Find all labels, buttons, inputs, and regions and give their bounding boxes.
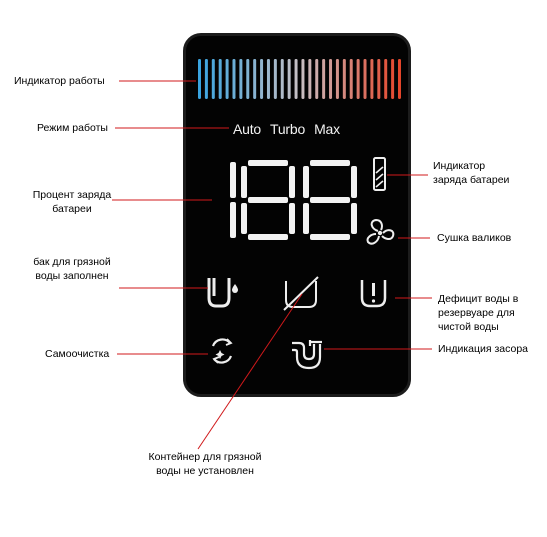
work-indicator-segment — [377, 59, 381, 99]
digit-segment — [248, 234, 288, 240]
work-indicator-segment — [301, 59, 305, 99]
label-clean-water-shortage: Дефицит воды в резервуаре для чистой вод… — [438, 293, 519, 333]
digit-segment — [248, 160, 288, 166]
digit-segment — [241, 203, 247, 234]
work-indicator-segment — [308, 59, 312, 99]
label-self-cleaning: Самоочистка — [45, 348, 110, 360]
work-indicator-segment — [204, 59, 208, 99]
work-indicator-segment — [315, 59, 319, 99]
clean-water-shortage-icon — [360, 280, 387, 308]
work-indicator-segment — [322, 59, 326, 99]
label-dirty-tank-full: бак для грязной воды заполнен — [33, 256, 111, 282]
battery-percent-digits — [230, 160, 357, 240]
work-indicator-segment — [363, 59, 367, 99]
digit-segment — [289, 203, 295, 234]
work-indicator-segment — [335, 59, 339, 99]
mode-auto: Auto — [233, 121, 261, 137]
work-indicator-segment — [198, 59, 201, 99]
work-indicator-segment — [342, 59, 346, 99]
work-indicator-segment — [260, 59, 264, 99]
work-indicator-segment — [232, 59, 236, 99]
digit-segment — [241, 166, 247, 198]
work-indicator-segment — [239, 59, 243, 99]
clog-icon — [292, 340, 322, 370]
work-indicator-segment — [391, 59, 395, 99]
no-container-icon — [283, 276, 319, 311]
work-indicator-bar — [198, 59, 401, 99]
work-indicator-segment — [253, 59, 257, 99]
work-indicator-segment — [294, 59, 298, 99]
mode-max: Max — [314, 121, 340, 137]
fan-icon — [366, 218, 395, 245]
work-indicator-segment — [280, 59, 284, 99]
digit-segment — [310, 160, 350, 166]
digit-segment — [230, 162, 236, 198]
work-indicator-segment — [398, 59, 401, 99]
digit-segment — [351, 166, 357, 198]
work-indicator-segment — [266, 59, 270, 99]
work-indicator-segment — [370, 59, 374, 99]
digit-segment — [248, 197, 288, 203]
label-clog-indication: Индикация засора — [438, 343, 529, 355]
work-indicator-segment — [273, 59, 277, 99]
mode-labels: Auto Turbo Max — [233, 121, 363, 137]
work-indicator-segment — [225, 59, 229, 99]
label-battery-percent: Процент заряда батареи — [32, 189, 112, 215]
work-indicator-segment — [329, 59, 333, 99]
label-work-mode: Режим работы — [37, 122, 108, 134]
work-indicator-segment — [287, 59, 291, 99]
leader-lines — [112, 80, 432, 450]
mode-turbo: Turbo — [270, 121, 306, 137]
label-battery-indicator: Индикатор заряда батареи — [433, 160, 510, 186]
work-indicator-segment — [246, 59, 250, 99]
digit-segment — [289, 166, 295, 198]
digit-segment — [303, 203, 309, 234]
work-indicator-segment — [356, 59, 360, 99]
dirty-water-tank-full-icon — [207, 278, 238, 308]
work-indicator-segment — [384, 59, 388, 99]
work-indicator-segment — [349, 59, 353, 99]
label-container-missing: Контейнер для грязной воды не установлен — [148, 451, 262, 477]
work-indicator-segment — [218, 59, 222, 99]
digit-segment — [351, 203, 357, 234]
label-work-indicator: Индикатор работы — [14, 75, 105, 87]
work-indicator-segment — [211, 59, 215, 99]
self-cleaning-icon — [211, 338, 233, 364]
digit-segment — [230, 202, 236, 238]
battery-icon — [373, 157, 386, 191]
label-roller-drying: Сушка валиков — [437, 232, 512, 244]
digit-segment — [310, 197, 350, 203]
digit-segment — [310, 234, 350, 240]
digit-segment — [303, 166, 309, 198]
